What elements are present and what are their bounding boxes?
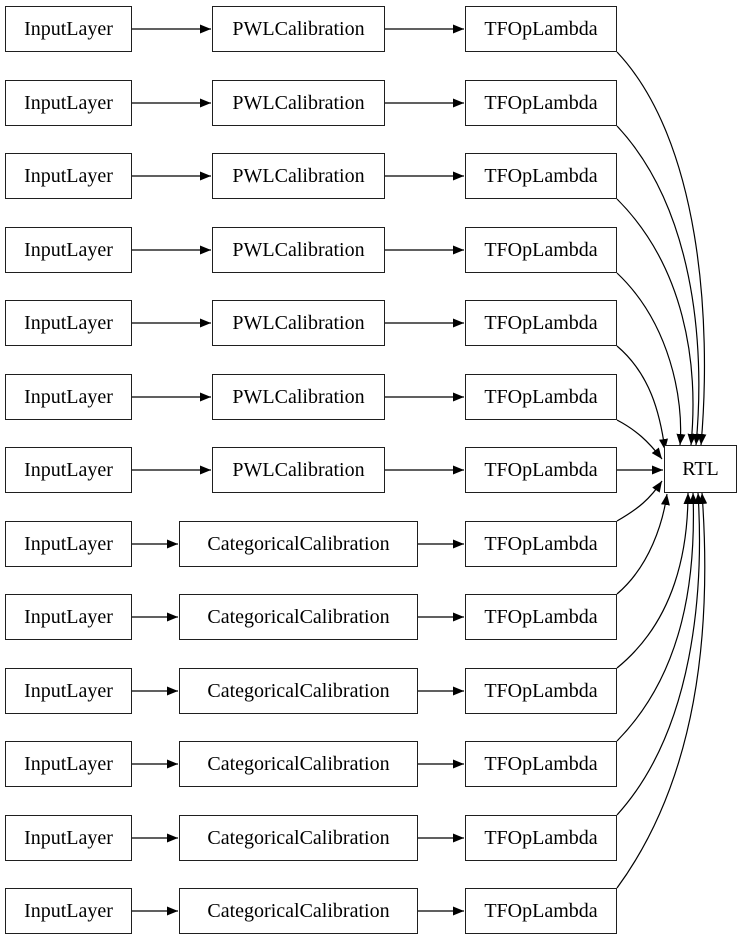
node-input-layer-9: InputLayer <box>5 594 132 640</box>
edge-lambda-rtl-12 <box>616 492 704 816</box>
node-input-layer-7: InputLayer <box>5 447 132 493</box>
node-tf-op-lambda-2: TFOpLambda <box>465 80 617 126</box>
edge-lambda-rtl-10 <box>616 492 693 669</box>
node-pwl-calibration-4: PWLCalibration <box>212 227 385 273</box>
edge-lambda-rtl-6 <box>616 419 663 460</box>
node-tf-op-lambda-10: TFOpLambda <box>465 668 617 714</box>
edge-lambda-rtl-8 <box>616 480 663 522</box>
node-categorical-calibration-9: CategoricalCalibration <box>179 594 418 640</box>
node-pwl-calibration-3: PWLCalibration <box>212 153 385 199</box>
node-tf-op-lambda-11: TFOpLambda <box>465 741 617 787</box>
node-pwl-calibration-6: PWLCalibration <box>212 374 385 420</box>
edge-lambda-rtl-11 <box>616 492 698 742</box>
node-tf-op-lambda-5: TFOpLambda <box>465 300 617 346</box>
edge-lambda-rtl-4 <box>616 272 686 446</box>
node-categorical-calibration-11: CategoricalCalibration <box>179 741 418 787</box>
node-input-layer-12: InputLayer <box>5 815 132 861</box>
edge-lambda-rtl-1 <box>616 51 707 446</box>
node-tf-op-lambda-13: TFOpLambda <box>465 888 617 934</box>
node-input-layer-4: InputLayer <box>5 227 132 273</box>
node-pwl-calibration-2: PWLCalibration <box>212 80 385 126</box>
node-pwl-calibration-7: PWLCalibration <box>212 447 385 493</box>
node-tf-op-lambda-6: TFOpLambda <box>465 374 617 420</box>
node-input-layer-10: InputLayer <box>5 668 132 714</box>
node-categorical-calibration-10: CategoricalCalibration <box>179 668 418 714</box>
node-tf-op-lambda-4: TFOpLambda <box>465 227 617 273</box>
node-input-layer-1: InputLayer <box>5 6 132 52</box>
node-categorical-calibration-8: CategoricalCalibration <box>179 521 418 567</box>
node-input-layer-2: InputLayer <box>5 80 132 126</box>
node-categorical-calibration-13: CategoricalCalibration <box>179 888 418 934</box>
node-tf-op-lambda-8: TFOpLambda <box>465 521 617 567</box>
node-input-layer-11: InputLayer <box>5 741 132 787</box>
node-pwl-calibration-5: PWLCalibration <box>212 300 385 346</box>
node-tf-op-lambda-3: TFOpLambda <box>465 153 617 199</box>
node-rtl: RTL <box>664 445 737 493</box>
edge-lambda-rtl-2 <box>616 125 702 446</box>
node-input-layer-6: InputLayer <box>5 374 132 420</box>
node-tf-op-lambda-7: TFOpLambda <box>465 447 617 493</box>
node-tf-op-lambda-12: TFOpLambda <box>465 815 617 861</box>
edge-lambda-rtl-13 <box>616 492 708 889</box>
edge-lambda-rtl-9 <box>616 493 670 595</box>
node-input-layer-5: InputLayer <box>5 300 132 346</box>
node-input-layer-13: InputLayer <box>5 888 132 934</box>
node-categorical-calibration-12: CategoricalCalibration <box>179 815 418 861</box>
edge-lambda-rtl-5 <box>616 345 668 451</box>
node-input-layer-8: InputLayer <box>5 521 132 567</box>
edge-lambda-rtl-3 <box>616 198 697 446</box>
node-pwl-calibration-1: PWLCalibration <box>212 6 385 52</box>
node-input-layer-3: InputLayer <box>5 153 132 199</box>
node-tf-op-lambda-1: TFOpLambda <box>465 6 617 52</box>
node-tf-op-lambda-9: TFOpLambda <box>465 594 617 640</box>
